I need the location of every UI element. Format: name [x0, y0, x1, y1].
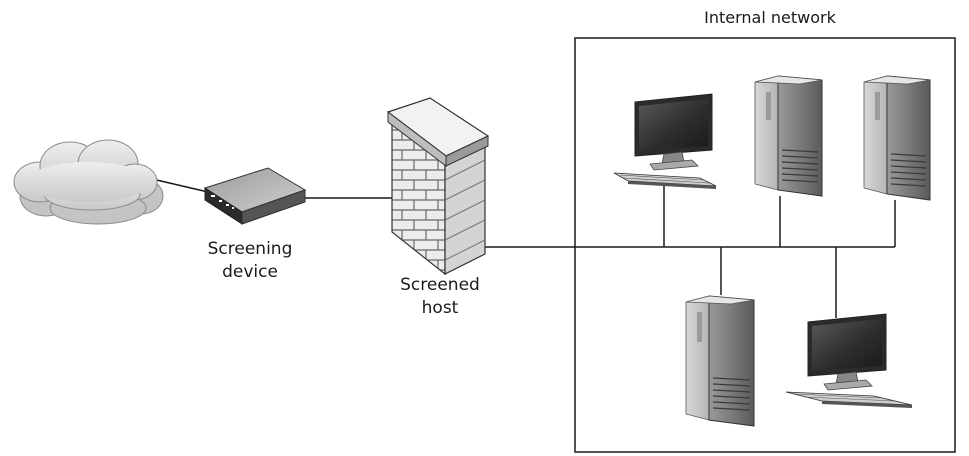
screening-device-label-line2: device	[190, 261, 310, 284]
screened-host-label-line1: Screened	[380, 274, 500, 297]
screening-device-label-line1: Screening	[190, 238, 310, 261]
server-tower-icon	[755, 76, 822, 196]
screening-device-label: Screening device	[190, 238, 310, 284]
firewall-icon	[388, 98, 488, 274]
keyboard-icon	[614, 173, 716, 189]
server-tower-icon	[864, 76, 930, 200]
monitor-icon	[635, 94, 712, 170]
internal-network-title: Internal network	[620, 6, 920, 29]
screened-host-label-line2: host	[380, 297, 500, 320]
screened-host-label: Screened host	[380, 274, 500, 320]
keyboard-icon	[786, 392, 912, 408]
router-icon	[205, 168, 305, 224]
server-tower-icon	[686, 296, 754, 426]
cloud-icon	[14, 140, 163, 224]
monitor-icon	[808, 314, 886, 390]
